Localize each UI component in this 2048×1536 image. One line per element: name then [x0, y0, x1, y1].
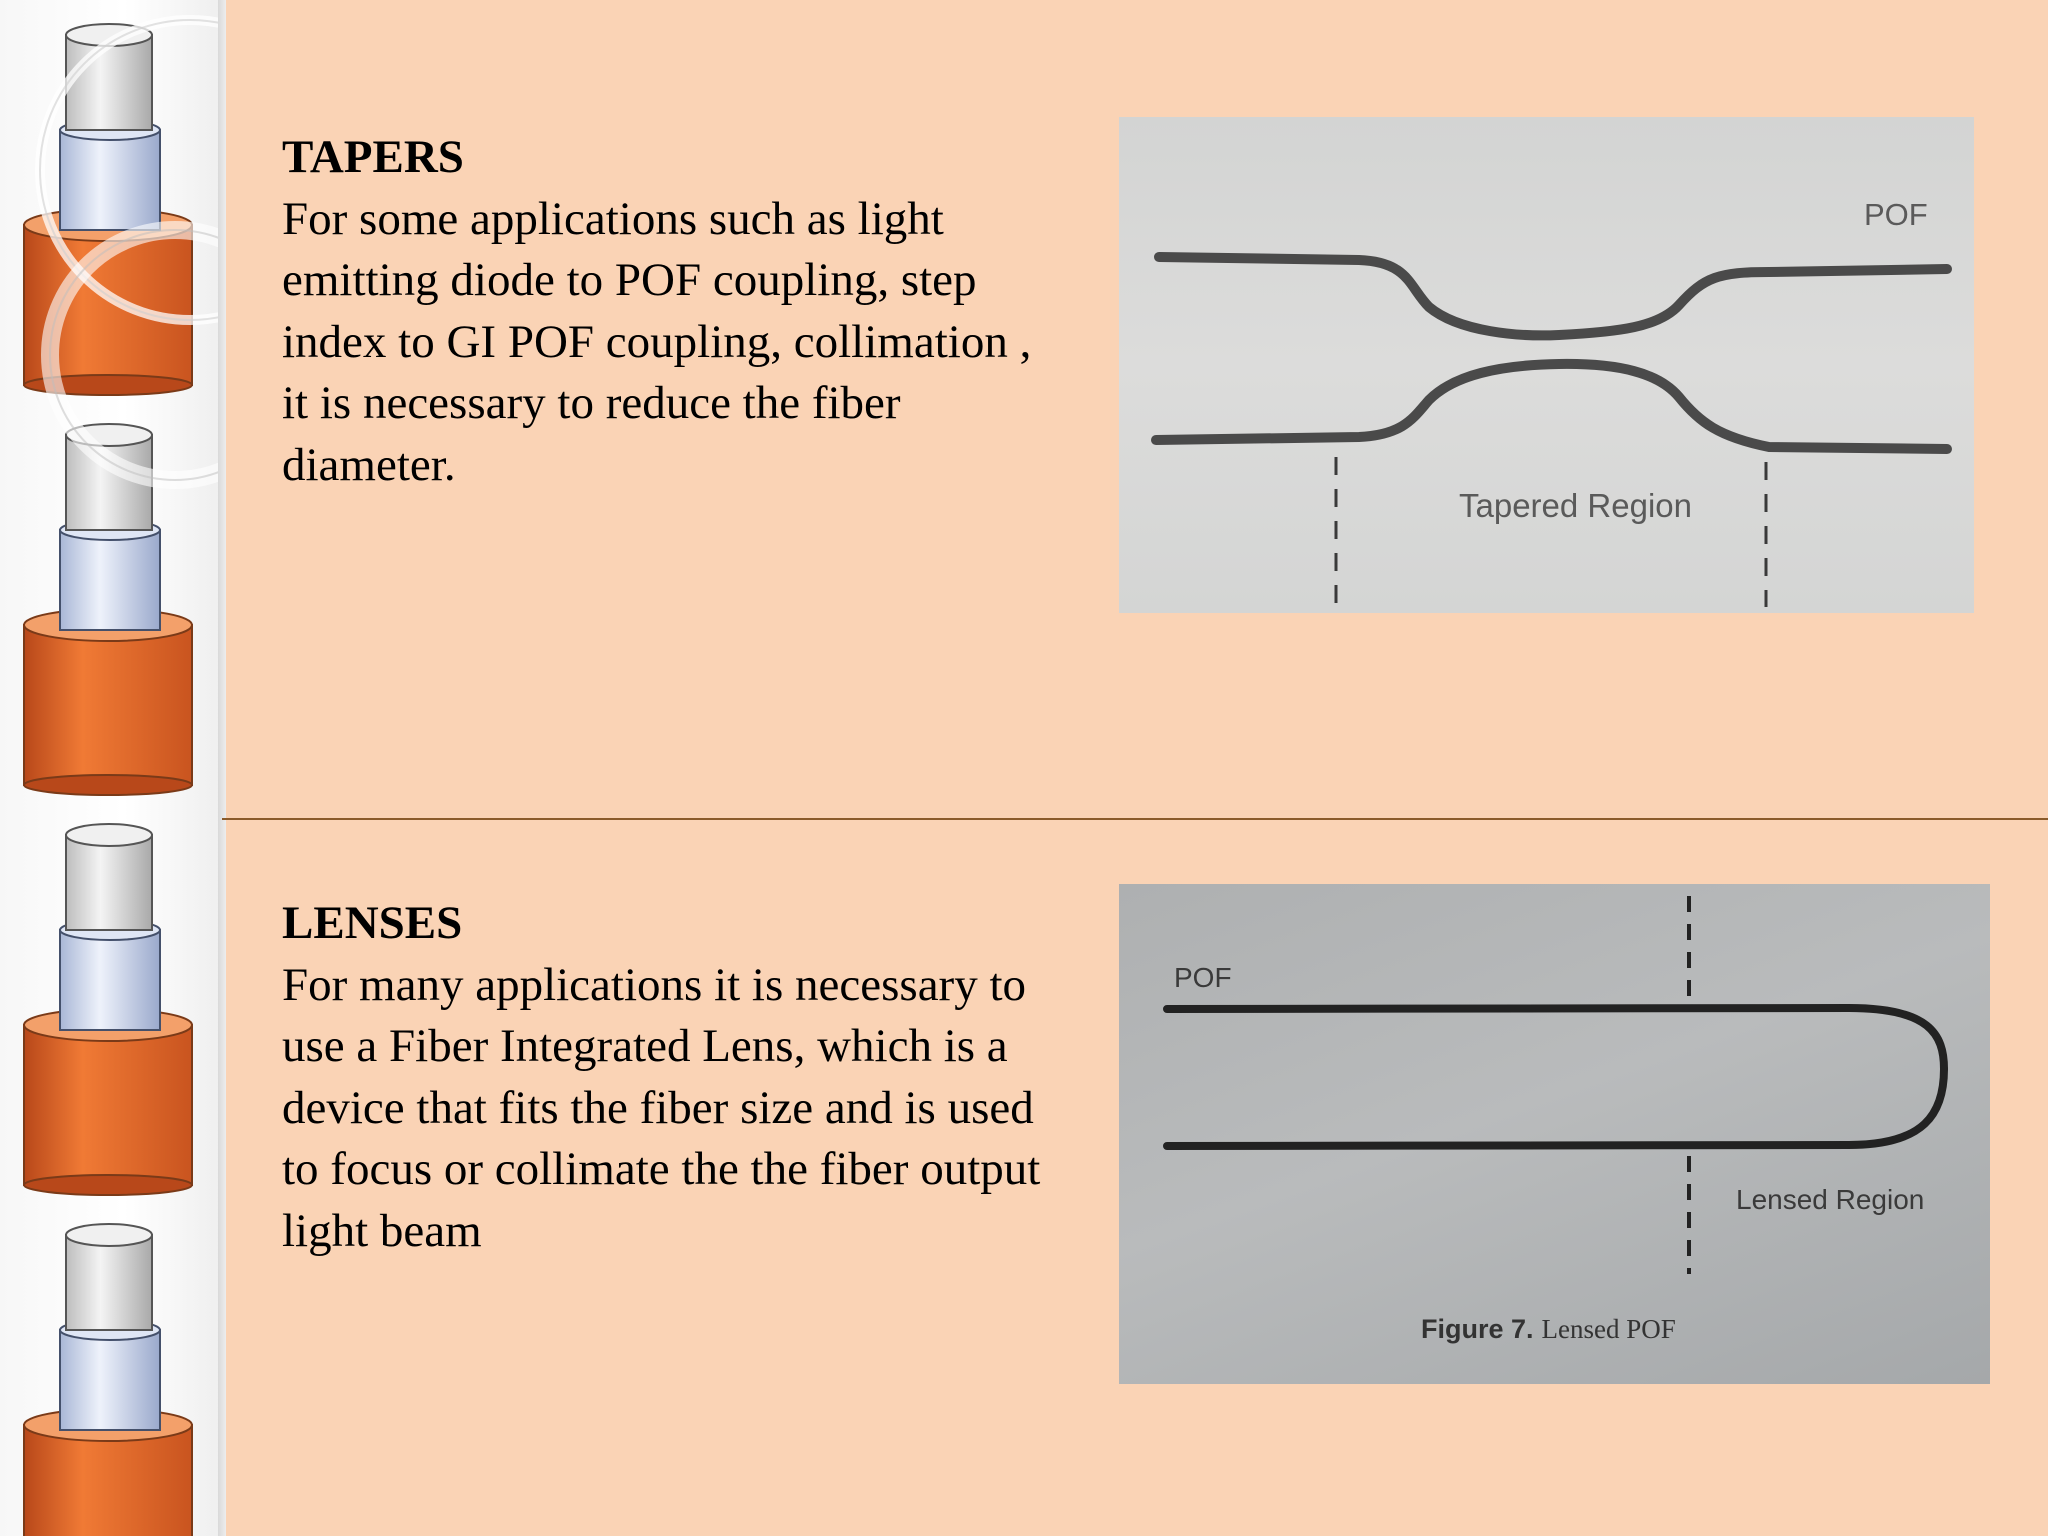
section-divider: [222, 818, 2048, 820]
decorative-rings: [35, 15, 226, 489]
tapers-pof-label: POF: [1864, 197, 1928, 232]
lensed-fiber-diagram: [1163, 896, 1948, 1274]
figure-caption: Figure 7.Lensed POF: [1421, 1314, 1676, 1345]
lensed-region-label: Lensed Region: [1736, 1184, 1925, 1215]
tapered-region-label: Tapered Region: [1459, 487, 1692, 524]
fiber-cable-illustration: [23, 15, 226, 1536]
lenses-text-block: LENSES For many applications it is neces…: [282, 893, 1042, 1262]
lenses-heading: LENSES: [282, 897, 463, 949]
figure-caption-text: Lensed POF: [1541, 1314, 1676, 1344]
tapers-text-block: TAPERS For some applications such as lig…: [282, 127, 1042, 496]
lenses-pof-label: POF: [1174, 962, 1232, 993]
tapers-heading: TAPERS: [282, 131, 464, 183]
tapered-fiber-diagram: [1151, 252, 1952, 607]
tapered-pof-figure: POF Tapered Region: [1119, 117, 1974, 613]
tapers-body: For some applications such as light emit…: [282, 192, 1032, 491]
cable-segment-4: [23, 1223, 193, 1536]
lensed-pof-figure: POF Lensed Region Figure 7.Lensed POF: [1119, 884, 1990, 1384]
cable-segment-3: [23, 823, 193, 1196]
cable-segment-2: [23, 423, 193, 796]
sidebar-edge: [218, 0, 226, 1536]
figure-caption-number: Figure 7.: [1421, 1314, 1534, 1344]
decorative-sidebar: [0, 0, 226, 1536]
lenses-body: For many applications it is necessary to…: [282, 958, 1041, 1257]
